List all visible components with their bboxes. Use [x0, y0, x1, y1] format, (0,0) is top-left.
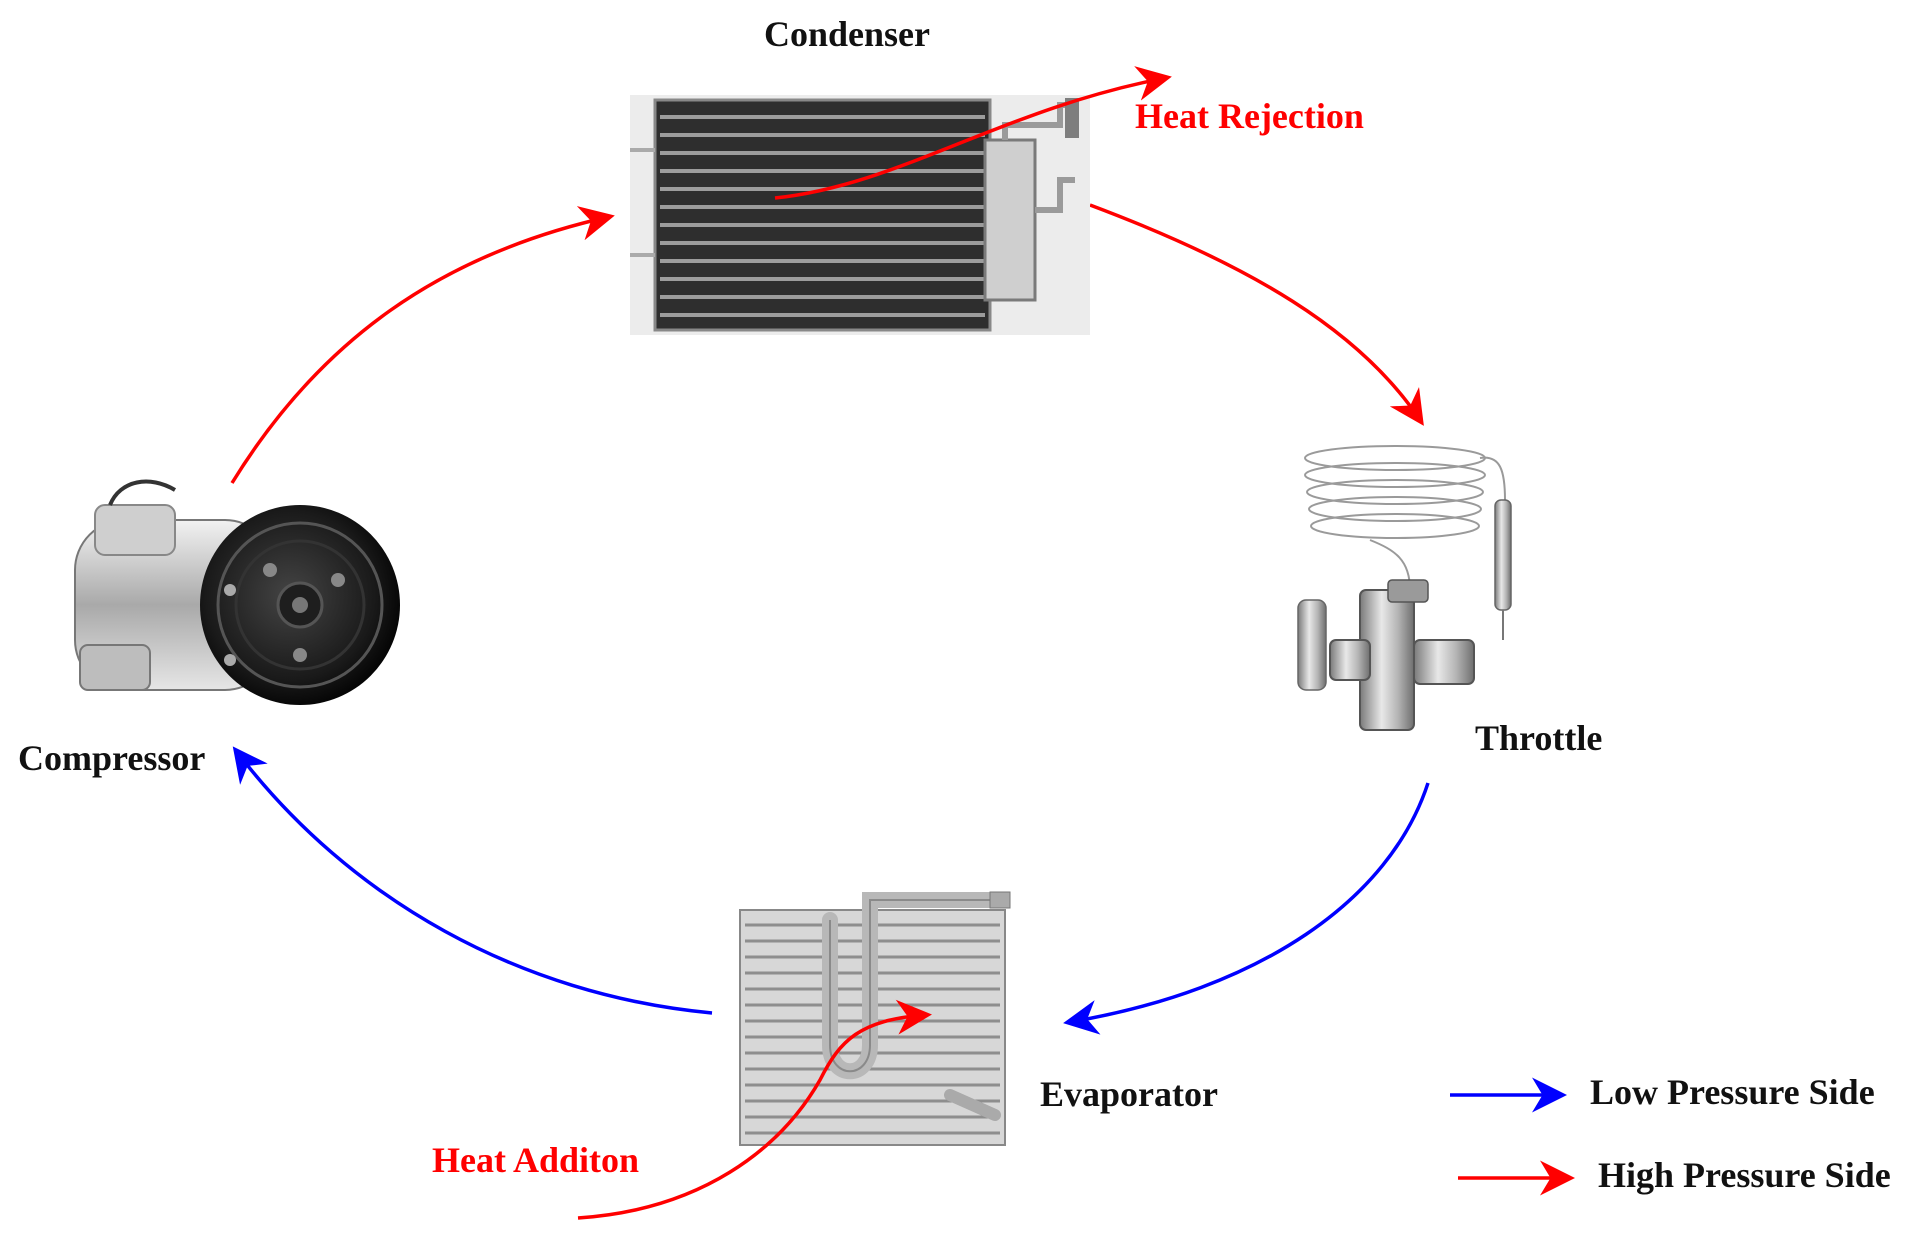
throttle-to-evaporator-arrow [1063, 782, 1430, 1035]
legend-low-pressure-label: Low Pressure Side [1590, 1072, 1875, 1112]
evaporator-icon [739, 891, 1011, 1146]
compressor-icon [74, 479, 400, 705]
heat-addition-arrow [577, 999, 932, 1220]
compressor-to-condenser-arrow [230, 206, 615, 484]
condenser-label: Condenser [764, 14, 931, 54]
legend-high-pressure-label: High Pressure Side [1598, 1155, 1891, 1195]
condenser-icon [630, 95, 1090, 335]
heat-addition-label: Heat Additon [432, 1140, 640, 1180]
expansion-valve-icon [1297, 445, 1512, 731]
throttle-label: Throttle [1475, 718, 1603, 758]
condenser-to-throttle-arrow [1089, 203, 1424, 426]
heat-rejection-arrow [774, 66, 1172, 200]
evaporator-label: Evaporator [1040, 1074, 1218, 1114]
heat-rejection-label: Heat Rejection [1135, 96, 1364, 136]
compressor-label: Compressor [18, 738, 206, 778]
evaporator-to-compressor-arrow [232, 746, 713, 1015]
